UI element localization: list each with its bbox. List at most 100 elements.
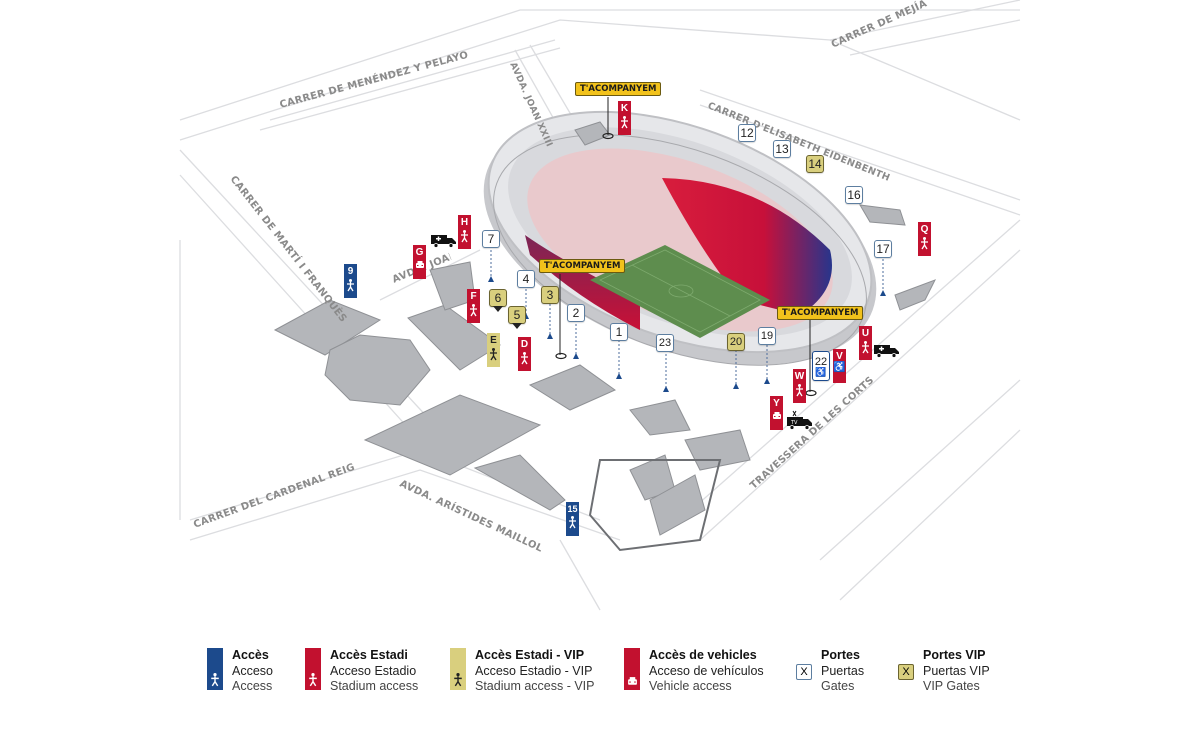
pedestrian-icon <box>309 673 317 687</box>
gate-19[interactable]: 19 <box>758 327 776 345</box>
access-e-label: E <box>490 335 497 346</box>
gate-4[interactable]: 4 <box>517 270 535 288</box>
stadium-access-h[interactable]: H <box>458 215 471 249</box>
legend-vehicle-access: Accès de vehicles Acceso de vehículos Ve… <box>624 648 764 695</box>
legend-label-ca: Portes VIP <box>923 648 986 662</box>
pedestrian-icon <box>621 116 628 129</box>
access-y-label: Y <box>773 398 780 409</box>
legend-label-es: Acceso de vehículos <box>649 663 764 678</box>
access-9-label: 9 <box>347 266 354 277</box>
gate-16[interactable]: 16 <box>845 186 863 204</box>
pedestrian-icon <box>211 673 219 687</box>
pedestrian-icon <box>470 304 477 317</box>
gate-2[interactable]: 2 <box>567 304 585 322</box>
access-k-label: K <box>620 103 629 114</box>
legend-access: Accès Acceso Access <box>207 648 273 695</box>
stadium-map: CARRER DE MENÉNDEZ Y PELAYO AVDA. JOAN X… <box>179 0 1021 611</box>
wheelchair-icon: ♿ <box>815 366 827 377</box>
legend-swatch-red <box>305 648 321 690</box>
svg-text:TV: TV <box>790 420 798 426</box>
stadium-access-w[interactable]: W <box>793 369 806 403</box>
access-15[interactable]: 15 <box>566 502 579 536</box>
stadium-access-u[interactable]: U <box>859 326 872 360</box>
legend-label-en: Stadium access <box>330 679 419 693</box>
pedestrian-icon <box>521 352 528 365</box>
gate-7[interactable]: 7 <box>482 230 500 248</box>
map-legend: Accès Acceso Access Accès Estadi Acceso … <box>0 640 1200 710</box>
pedestrian-icon <box>347 279 354 292</box>
legend-label-ca: Portes <box>821 648 860 662</box>
gate-23[interactable]: 23 <box>656 334 674 352</box>
pedestrian-icon <box>862 341 869 354</box>
access-v-label: V <box>836 351 843 362</box>
vip-gate-14[interactable]: 14 <box>806 155 824 173</box>
legend-label-es: Acceso Estadio - VIP <box>475 663 593 678</box>
wheelchair-icon: ♿ <box>833 362 846 373</box>
legend-vip-gate-box: X <box>898 664 914 680</box>
gate-1[interactable]: 1 <box>610 323 628 341</box>
vip-gate-6[interactable]: 6 <box>489 289 507 312</box>
legend-swatch-gold <box>450 648 466 690</box>
car-icon <box>415 261 424 268</box>
ambulance-icon <box>874 345 899 358</box>
pedestrian-icon <box>569 516 576 529</box>
access-15-label: 15 <box>567 504 578 514</box>
legend-label-en: VIP Gates <box>923 679 980 693</box>
legend-swatch-red <box>624 648 640 690</box>
access-w-label: W <box>794 371 805 382</box>
vehicle-access-g[interactable]: G <box>413 245 426 279</box>
gate-12[interactable]: 12 <box>738 124 756 142</box>
legend-label-en: Access <box>232 679 273 693</box>
gate-17[interactable]: 17 <box>874 240 892 258</box>
map-background <box>179 0 1021 611</box>
car-icon <box>772 412 781 419</box>
legend-label-es: Puertas VIP <box>923 663 990 678</box>
vip-access-e[interactable]: E <box>487 333 500 367</box>
gate-13[interactable]: 13 <box>773 140 791 158</box>
legend-stadium-access: Accès Estadi Acceso Estadio Stadium acce… <box>305 648 418 695</box>
pedestrian-icon <box>490 348 497 361</box>
legend-vip-gates: X Portes VIP Puertas VIP VIP Gates <box>898 648 990 695</box>
tv-truck-icon: TV <box>787 410 812 430</box>
legend-label-en: Gates <box>821 679 855 693</box>
access-f-label: F <box>470 291 477 302</box>
legend-swatch-blue <box>207 648 223 690</box>
stadium-access-k[interactable]: K <box>618 101 631 135</box>
vip-gate-5[interactable]: 5 <box>508 306 526 329</box>
vehicle-access-y[interactable]: Y <box>770 396 783 430</box>
access-9[interactable]: 9 <box>344 264 357 298</box>
legend-gate-box: X <box>796 664 812 680</box>
access-u-label: U <box>861 328 870 339</box>
access-d-label: D <box>520 339 529 350</box>
access-h-label: H <box>460 217 469 228</box>
legend-label-ca: Accès de vehicles <box>649 648 757 662</box>
stadium-access-q[interactable]: Q <box>918 222 931 256</box>
legend-gates: X Portes Puertas Gates <box>796 648 864 695</box>
legend-label-es: Acceso Estadio <box>330 663 417 678</box>
legend-label-es: Puertas <box>821 663 865 678</box>
legend-label-ca: Accès Estadi <box>330 648 408 662</box>
legend-label-en: Stadium access - VIP <box>475 679 595 693</box>
vip-gate-3[interactable]: 3 <box>541 286 559 304</box>
stadium-access-d[interactable]: D <box>518 337 531 371</box>
pedestrian-icon <box>796 384 803 397</box>
access-g-label: G <box>415 247 424 258</box>
access-q-label: Q <box>920 224 929 235</box>
pedestrian-icon <box>921 237 928 250</box>
accompany-callout-north: T'ACOMPANYEM <box>575 82 662 96</box>
ambulance-icon <box>431 235 456 248</box>
legend-label-es: Acceso <box>232 663 273 678</box>
pedestrian-icon <box>461 230 468 243</box>
pedestrian-icon <box>454 673 462 687</box>
gate-22-label: 22 <box>814 355 828 368</box>
legend-label-ca: Accès <box>232 648 269 662</box>
accompany-callout-west: T'ACOMPANYEM <box>539 259 626 273</box>
legend-stadium-access-vip: Accès Estadi - VIP Acceso Estadio - VIP … <box>450 648 595 695</box>
vip-gate-20[interactable]: 20 <box>727 333 745 351</box>
accessible-gate-22[interactable]: 22 ♿ <box>812 351 830 381</box>
stadium-access-f[interactable]: F <box>467 289 480 323</box>
legend-label-en: Vehicle access <box>649 679 732 693</box>
legend-label-ca: Accès Estadi - VIP <box>475 648 585 662</box>
wheelchair-access-v[interactable]: V ♿ <box>833 349 846 383</box>
accompany-callout-south: T'ACOMPANYEM <box>777 306 864 320</box>
